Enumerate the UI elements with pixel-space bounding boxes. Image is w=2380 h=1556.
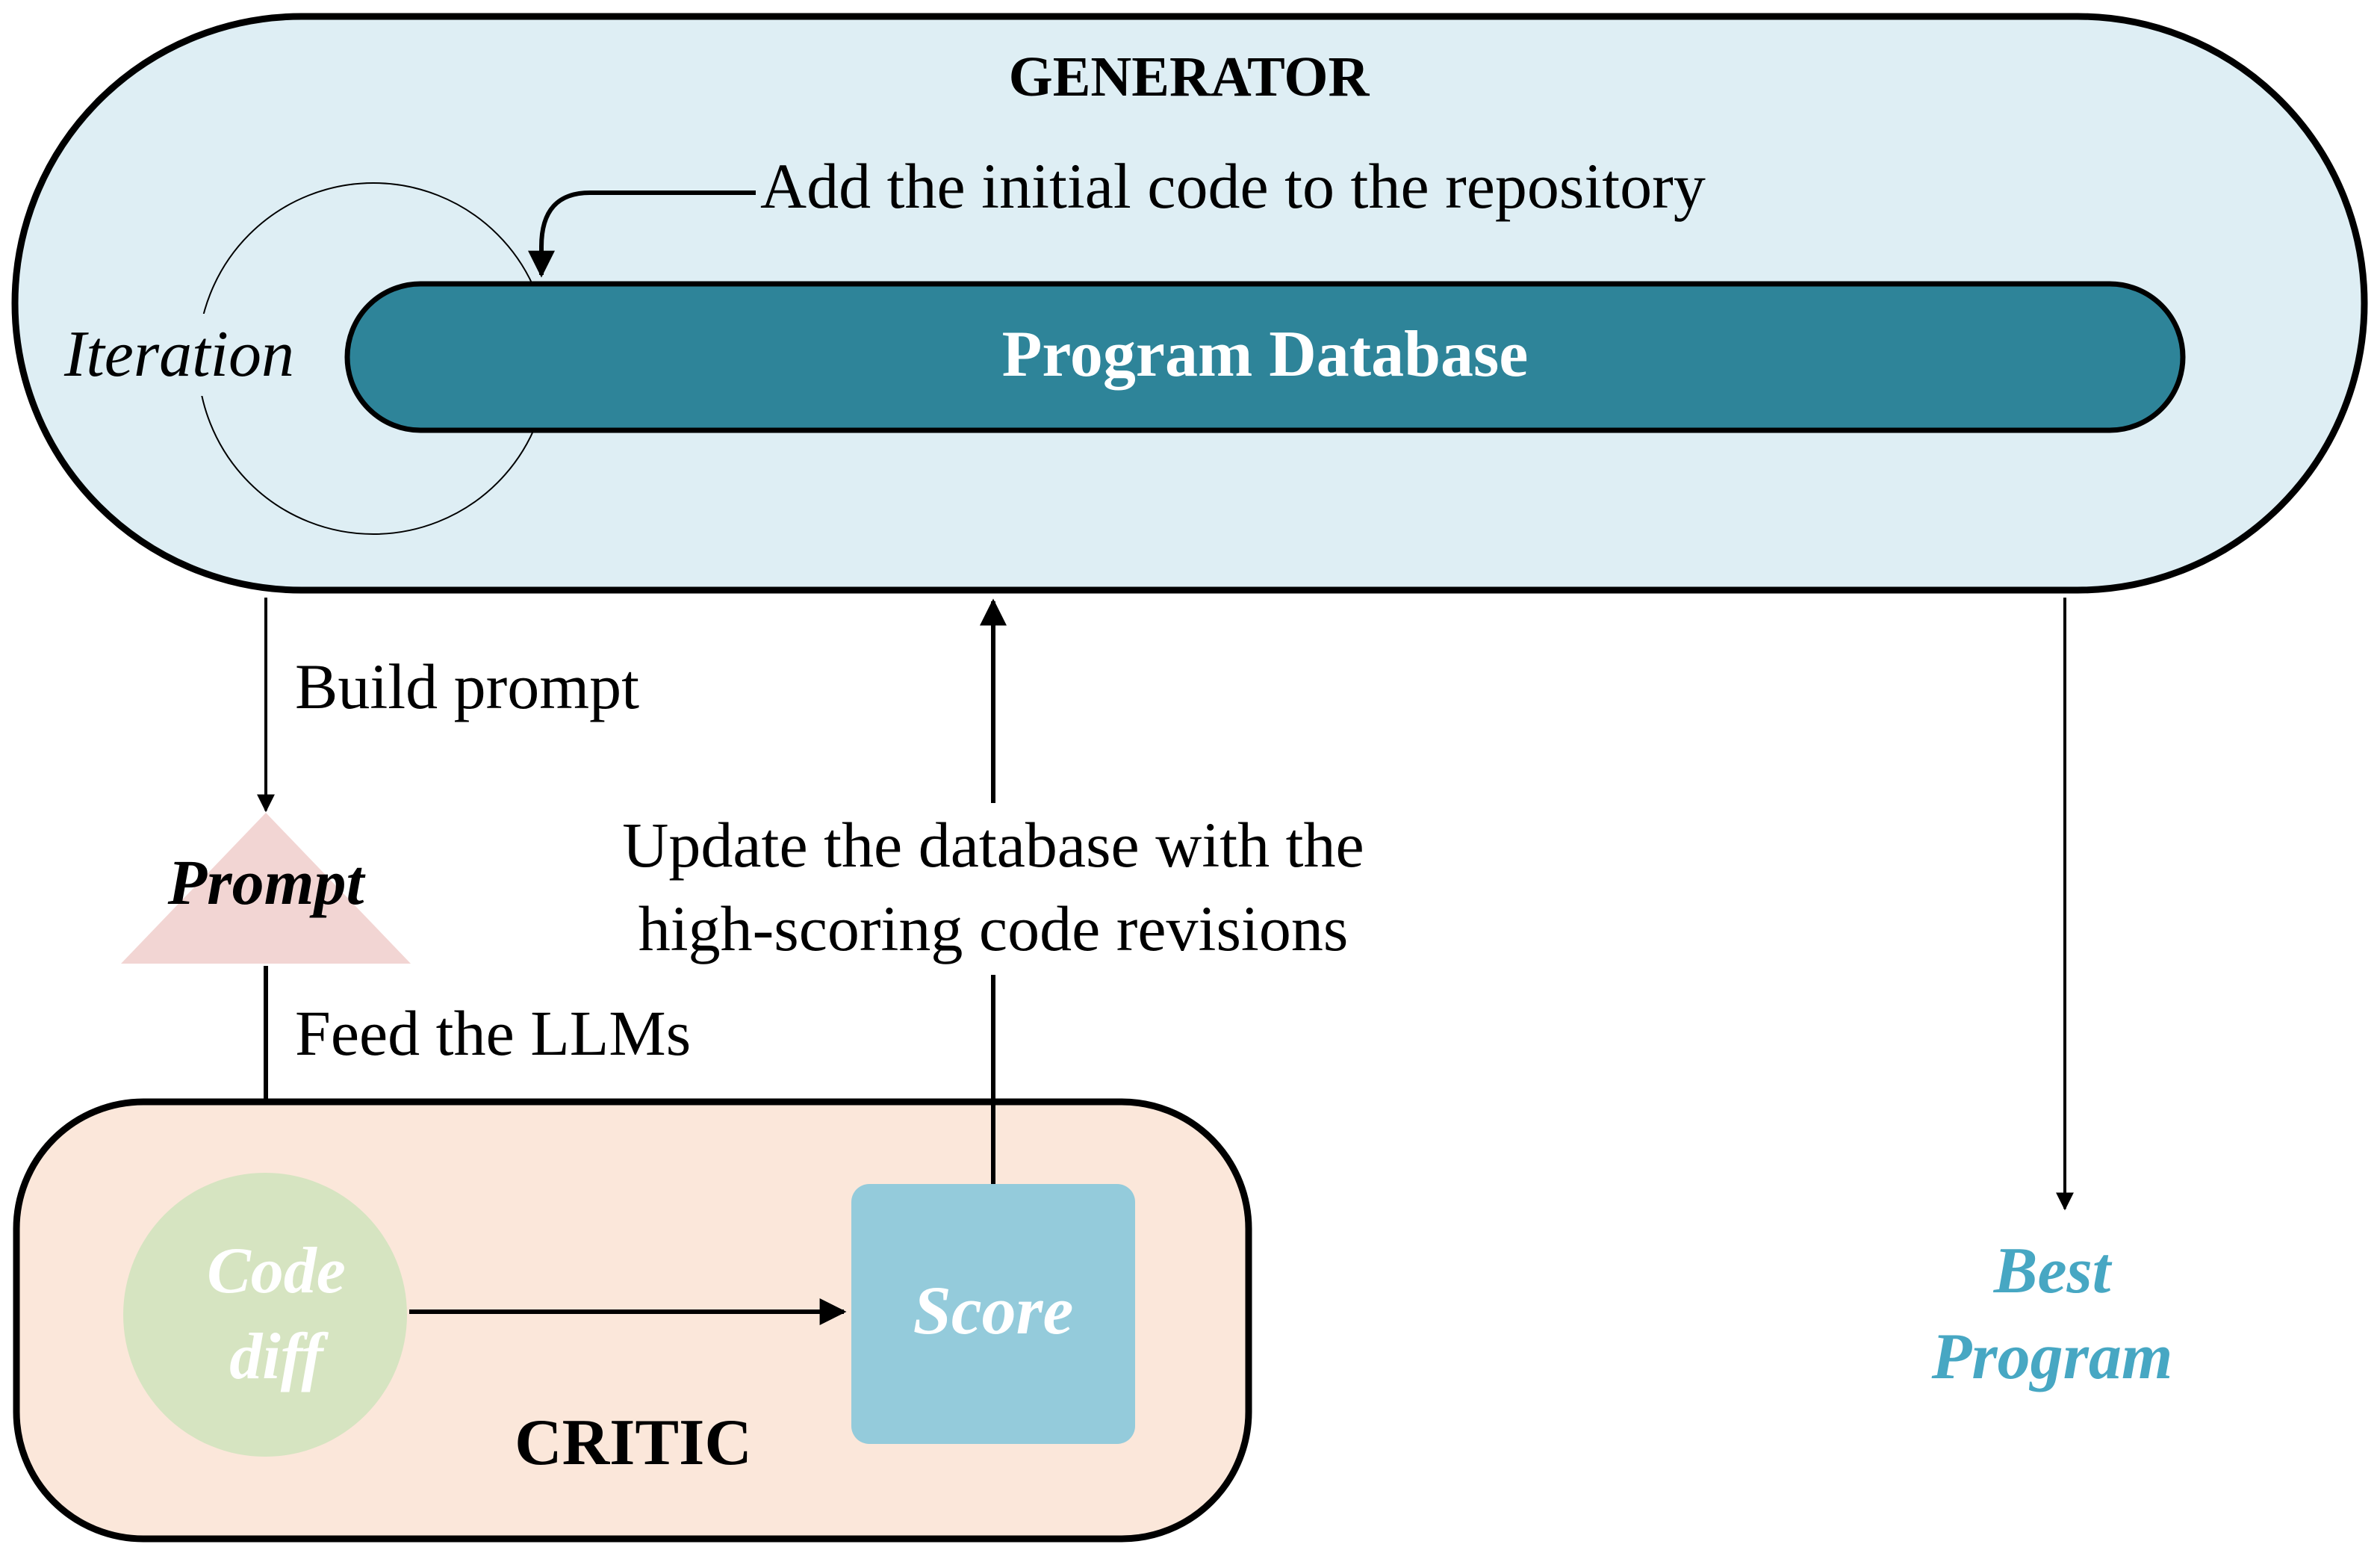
code-diff-node [123, 1173, 407, 1457]
init-code-arrow [528, 190, 756, 278]
iteration-label-backdrop [45, 314, 310, 396]
best-program-line1: Best [1993, 1235, 2113, 1307]
iteration-label: Iteration [63, 318, 294, 391]
init-code-label: Add the initial code to the repository [760, 150, 1706, 222]
score-node [851, 1184, 1135, 1444]
generator-title: GENERATOR [1009, 46, 1370, 108]
best-program-line2: Program [1931, 1321, 2173, 1393]
code-diff-label-line1: Code [207, 1235, 346, 1307]
update-label-line1: Update the database with the [622, 809, 1364, 881]
program-database [344, 281, 2186, 433]
prompt-label: Prompt [167, 846, 367, 918]
code-diff-label-line2: diff [229, 1321, 329, 1393]
prompt-triangle [121, 813, 411, 964]
feed-llms-label: Feed the LLMs [295, 997, 691, 1069]
critic-title: CRITIC [515, 1407, 752, 1479]
build-prompt-label: Build prompt [295, 651, 639, 722]
program-database-label: Program Database [1002, 318, 1529, 391]
update-label-line2: high-scoring code revisions [639, 893, 1349, 964]
score-label: Score [913, 1272, 1074, 1348]
